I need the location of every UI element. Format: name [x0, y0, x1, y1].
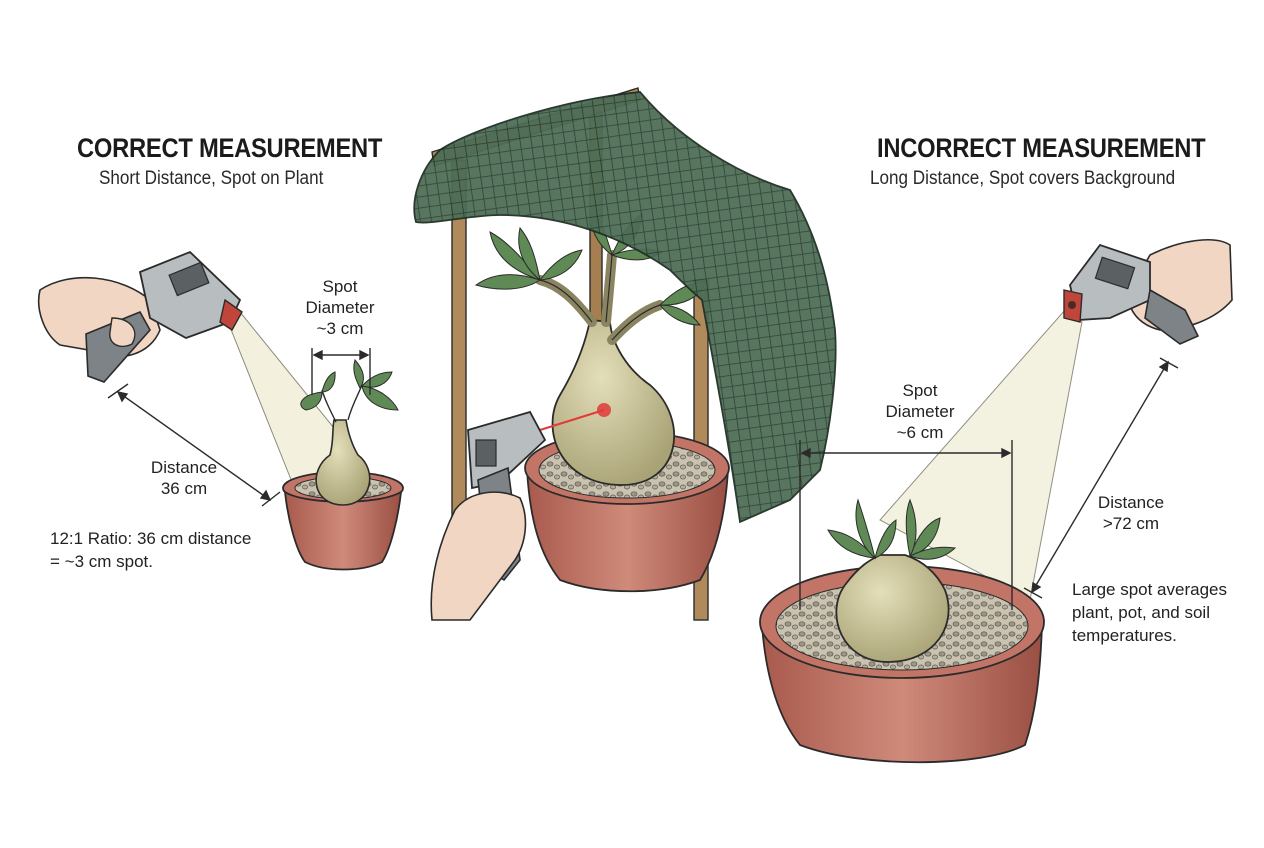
- incorrect-ir-thermometer-icon: [1063, 243, 1200, 345]
- correct-pachypodium-plant: [300, 359, 399, 506]
- incorrect-subtitle: Long Distance, Spot covers Background: [870, 168, 1176, 189]
- incorrect-spot-line1: Spot: [902, 381, 938, 400]
- incorrect-title: INCORRECT MEASUREMENT: [877, 133, 1206, 163]
- incorrect-measurement-scene: [759, 239, 1233, 764]
- correct-ratio-line2: = ~3 cm spot.: [50, 552, 153, 571]
- incorrect-note-line1: Large spot averages: [1072, 580, 1227, 599]
- shade-cloth: [413, 91, 837, 524]
- incorrect-distance-label: Distance >72 cm: [1086, 492, 1176, 534]
- correct-ir-thermometer-icon: [85, 250, 243, 383]
- correct-spot-line3: ~3 cm: [316, 319, 364, 338]
- correct-subtitle: Short Distance, Spot on Plant: [99, 168, 324, 189]
- center-hand-icon: [430, 491, 527, 621]
- center-shade-scene: [413, 87, 837, 621]
- incorrect-distance-marker: [1023, 357, 1179, 599]
- incorrect-spot-line2: Diameter: [885, 402, 955, 421]
- incorrect-pachypodium-plant: [827, 498, 957, 663]
- correct-measurement-scene: [37, 250, 404, 571]
- correct-spot-diameter-marker: [311, 348, 371, 395]
- incorrect-note-line2: plant, pot, and soil: [1072, 603, 1210, 622]
- correct-ratio-line1: 12:1 Ratio: 36 cm distance: [50, 529, 252, 548]
- incorrect-spot-diameter-label: Spot Diameter ~6 cm: [880, 380, 960, 443]
- correct-spot-diameter-label: Spot Diameter ~3 cm: [300, 276, 380, 339]
- correct-distance-label: Distance 36 cm: [134, 457, 234, 499]
- laser-beam: [539, 409, 605, 431]
- correct-ratio-note: 12:1 Ratio: 36 cm distance = ~3 cm spot.: [50, 527, 251, 573]
- incorrect-distance-line1: Distance: [1097, 493, 1165, 512]
- correct-distance-line2: 36 cm: [160, 479, 208, 498]
- correct-title: CORRECT MEASUREMENT: [77, 133, 383, 163]
- incorrect-spot-diameter-marker: [799, 440, 1013, 610]
- incorrect-distance-line2: >72 cm: [1102, 514, 1160, 533]
- correct-spot-line2: Diameter: [305, 298, 375, 317]
- correct-distance-marker: [107, 383, 281, 507]
- incorrect-spot-line3: ~6 cm: [896, 423, 944, 442]
- incorrect-note-line3: temperatures.: [1072, 626, 1177, 645]
- incorrect-averaging-note: Large spot averages plant, pot, and soil…: [1072, 578, 1227, 647]
- correct-distance-line1: Distance: [150, 458, 218, 477]
- correct-spot-line1: Spot: [322, 277, 358, 296]
